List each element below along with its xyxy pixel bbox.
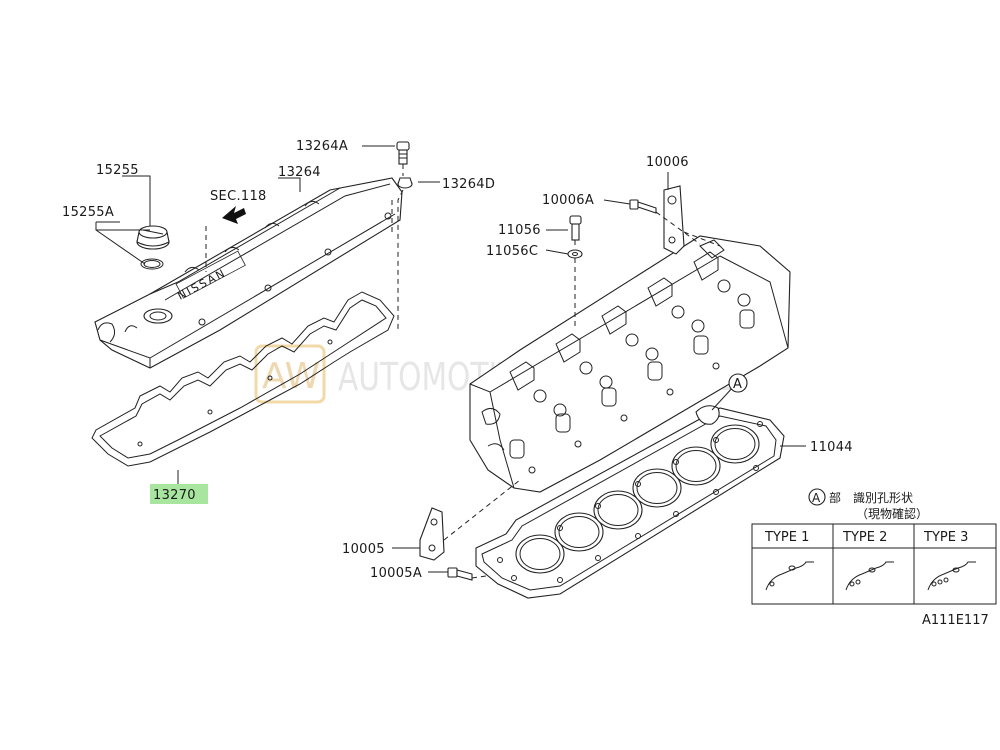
leader-lines — [95, 145, 806, 573]
head-gasket — [475, 405, 785, 599]
grommet-13264D — [397, 177, 413, 189]
label-10005[interactable]: 10005 — [342, 542, 385, 557]
rocker-gasket — [91, 291, 395, 467]
marker-a-diagram: A — [728, 373, 748, 393]
note-line-2: （現物確認） — [856, 506, 928, 521]
cylinder-head — [469, 235, 791, 493]
bolt-13264A — [396, 141, 410, 165]
note-marker: A — [812, 491, 821, 505]
bracket-10006 — [663, 185, 685, 255]
label-13264D[interactable]: 13264D — [442, 177, 495, 192]
label-13264[interactable]: 13264 — [278, 165, 321, 180]
diagram-code: A111E117 — [922, 613, 989, 628]
type-1-sketch — [765, 561, 814, 591]
type-3-sketch — [927, 561, 976, 591]
label-13264A[interactable]: 13264A — [296, 139, 348, 154]
sec-arrow-icon — [222, 206, 246, 224]
marker-a-diagram-letter: A — [733, 377, 742, 392]
bolt-10006A — [629, 199, 657, 214]
type-table: TYPE 1 TYPE 2 TYPE 3 — [751, 523, 997, 605]
label-15255A[interactable]: 15255A — [62, 205, 114, 220]
label-10006A[interactable]: 10006A — [542, 193, 594, 208]
bracket-10005 — [419, 507, 445, 561]
label-11044[interactable]: 11044 — [810, 440, 853, 455]
label-15255[interactable]: 15255 — [96, 163, 139, 178]
type-2-header: TYPE 2 — [842, 530, 887, 545]
bolt-10005A — [447, 567, 473, 581]
label-sec-118[interactable]: SEC.118 — [210, 189, 267, 204]
label-11056C[interactable]: 11056C — [486, 244, 538, 259]
label-10006[interactable]: 10006 — [646, 155, 689, 170]
label-11056[interactable]: 11056 — [498, 223, 541, 238]
bolt-11056 — [569, 215, 582, 241]
note-line-1: 部 識別孔形状 — [829, 490, 913, 505]
alignment-lines — [205, 164, 721, 579]
label-13270-highlight — [150, 484, 208, 504]
oil-cap — [136, 225, 170, 270]
washer-11056C — [567, 249, 583, 259]
type-1-header: TYPE 1 — [764, 530, 809, 545]
type-2-sketch — [845, 561, 894, 591]
label-13270[interactable]: 13270 — [153, 488, 196, 503]
type-note: A 部 識別孔形状 （現物確認） — [808, 488, 928, 521]
rocker-cover: NISSAN — [94, 177, 403, 369]
label-10005A[interactable]: 10005A — [370, 566, 422, 581]
type-3-header: TYPE 3 — [923, 530, 968, 545]
part-labels: 15255 15255A 13264A 13264 13264D SEC.118… — [62, 139, 853, 581]
